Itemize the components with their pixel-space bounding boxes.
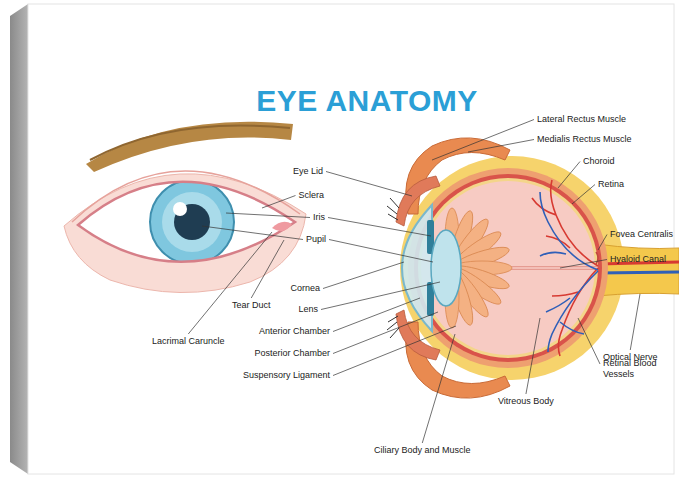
label-slot: Eye Lid (293, 160, 323, 178)
front-eye-part (173, 202, 187, 216)
front-eye-part (64, 174, 306, 293)
leader-line (328, 218, 431, 237)
part-label: Sclera (298, 190, 324, 201)
part-label: Lateral Rectus Muscle (537, 114, 626, 125)
part-label: Medialis Rectus Muscle (537, 134, 632, 145)
part-label: Fovea Centralis (610, 229, 673, 240)
part-label: Vitreous Body (498, 396, 554, 407)
leader-line (598, 235, 607, 251)
part-label: Lens (298, 304, 318, 315)
leader-line (630, 294, 640, 350)
label-slot: Iris (313, 206, 325, 224)
label-slot: Pupil (306, 228, 326, 246)
section-eye-part (418, 178, 598, 358)
leader-line (526, 318, 540, 394)
label-slot: Medialis Rectus Muscle (537, 128, 632, 146)
section-eye-part (596, 252, 598, 264)
part-label: Tear Duct (232, 300, 271, 311)
front-eye-part (272, 222, 292, 231)
section-eye (387, 138, 679, 398)
part-label: Retina (598, 179, 624, 190)
front-eye-part (72, 171, 300, 222)
leader-line (262, 196, 295, 209)
front-eye-part (78, 182, 295, 262)
part-label: Cornea (290, 283, 320, 294)
label-slot: Sclera (298, 184, 324, 202)
section-eye-part (596, 244, 679, 296)
leader-line (578, 318, 600, 364)
front-eye-part (86, 122, 293, 172)
leader-line (329, 240, 433, 263)
part-label: Retinal Blood Vessels (603, 358, 674, 380)
part-label: Iris (313, 212, 325, 223)
section-eye-part (387, 198, 399, 220)
leader-line (202, 226, 303, 240)
label-slot: Vitreous Body (498, 390, 554, 408)
leader-line (572, 185, 595, 205)
label-slot: Tear Duct (232, 294, 271, 312)
section-eye-part (431, 230, 461, 306)
front-eye-part (150, 180, 234, 264)
leader-line (321, 282, 440, 310)
leader-line (468, 140, 534, 153)
front-eye-part (78, 182, 295, 262)
section-eye-part (387, 316, 399, 338)
section-eye-part (400, 156, 624, 380)
leader-line (333, 312, 438, 354)
leader-line (251, 240, 284, 298)
label-slot: Lacrimal Caruncle (152, 330, 225, 348)
label-slot: Retina (598, 173, 624, 191)
label-slot: Ciliary Body and Muscle (374, 439, 471, 457)
canvas-frame-part (28, 4, 674, 474)
leader-line (560, 260, 607, 269)
leader-line (333, 298, 420, 332)
part-label: Choroid (583, 156, 615, 167)
section-eye-part (540, 192, 598, 352)
section-eye-part (598, 272, 679, 273)
label-slot: Fovea Centralis (610, 223, 673, 241)
part-label: Eye Lid (293, 166, 323, 177)
label-slot: Posterior Chamber (254, 342, 330, 360)
title-slot: EYE ANATOMY (167, 84, 567, 118)
front-eye-part (90, 125, 290, 160)
part-label: Ciliary Body and Muscle (374, 445, 471, 456)
part-label: Hyaloid Canal (610, 254, 666, 265)
leader-line (333, 326, 456, 376)
front-eye-part (162, 192, 222, 252)
label-slot: Choroid (583, 150, 615, 168)
part-label: Posterior Chamber (254, 348, 330, 359)
leader-line (326, 172, 412, 197)
leader-line (323, 262, 404, 289)
canvas-frame (10, 4, 674, 474)
front-eye (64, 122, 306, 293)
title: EYE ANATOMY (256, 84, 478, 117)
label-slot: Lateral Rectus Muscle (537, 108, 626, 126)
leader-line (188, 232, 272, 334)
section-eye-part (532, 180, 598, 356)
leader-line (558, 162, 580, 189)
part-label: Anterior Chamber (259, 326, 330, 337)
label-slot: Retinal Blood Vessels (603, 358, 674, 381)
canvas-frame-part (10, 4, 28, 474)
label-slot: Lens (298, 298, 318, 316)
label-slot: Cornea (290, 277, 320, 295)
leader-line (432, 120, 534, 161)
section-eye-part (414, 174, 602, 362)
section-eye-part (408, 168, 608, 368)
label-slot: Suspensory Ligament (243, 364, 330, 382)
part-label: Suspensory Ligament (243, 370, 330, 381)
part-label: Lacrimal Caruncle (152, 336, 225, 347)
leader-line (422, 334, 455, 443)
label-slot: Hyaloid Canal (610, 248, 666, 266)
leader-line (226, 213, 310, 218)
label-slot: Anterior Chamber (259, 320, 330, 338)
section-eye-part (396, 176, 440, 226)
front-eye-part (150, 180, 234, 264)
part-label: Pupil (306, 234, 326, 245)
